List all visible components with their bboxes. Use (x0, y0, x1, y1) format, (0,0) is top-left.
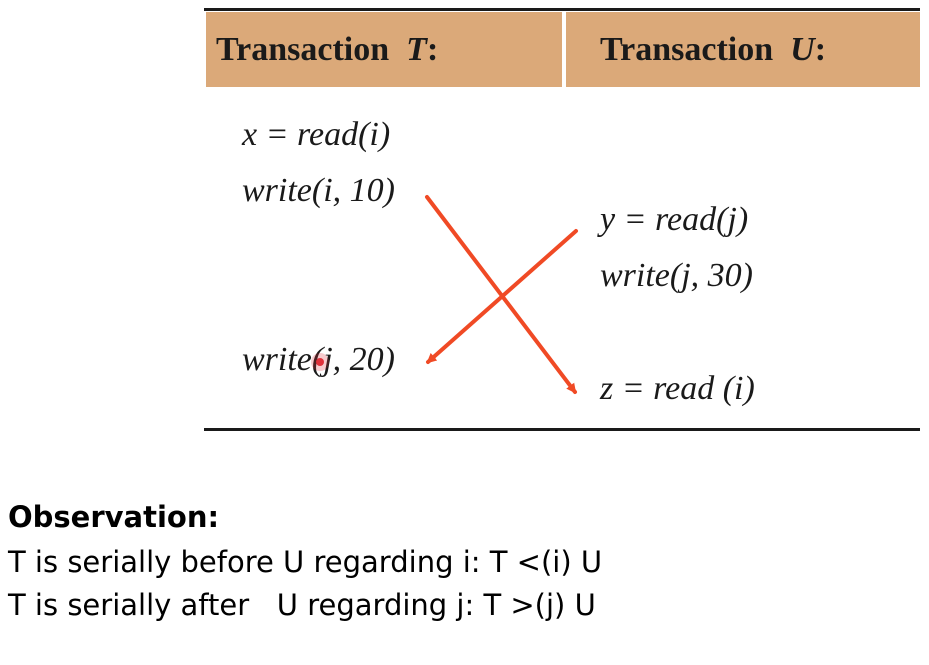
observation-title: Observation: (8, 500, 220, 534)
header-t-suffix: : (426, 30, 439, 68)
op-t-write-j: write(j, 20) (242, 341, 395, 378)
header-t-label: Transaction (216, 30, 390, 68)
op-u-read-j: y = read(j) (600, 201, 749, 238)
arrow-write-i-to-read-i (425, 195, 577, 394)
header-transaction-t: Transaction T: (206, 12, 562, 87)
table-top-rule (204, 8, 920, 11)
op-t-write-i: write(i, 10) (242, 172, 395, 209)
table-bottom-rule (204, 428, 920, 431)
observation-line-2: T is serially after U regarding j: T >(j… (8, 588, 596, 622)
op-u-write-j: write(j, 30) (600, 257, 753, 294)
arrow-read-j-to-write-j (426, 229, 578, 364)
observation-line-1: T is serially before U regarding i: T <(… (8, 545, 603, 579)
header-transaction-u: Transaction U: (566, 12, 920, 87)
op-u-read-i: z = read (i) (600, 370, 755, 407)
op-t-read-i: x = read(i) (242, 116, 391, 153)
header-u-label: Transaction (600, 30, 774, 68)
header-t-var: T (406, 30, 427, 68)
header-u-var: U (790, 30, 815, 68)
header-u-suffix: : (814, 30, 827, 68)
